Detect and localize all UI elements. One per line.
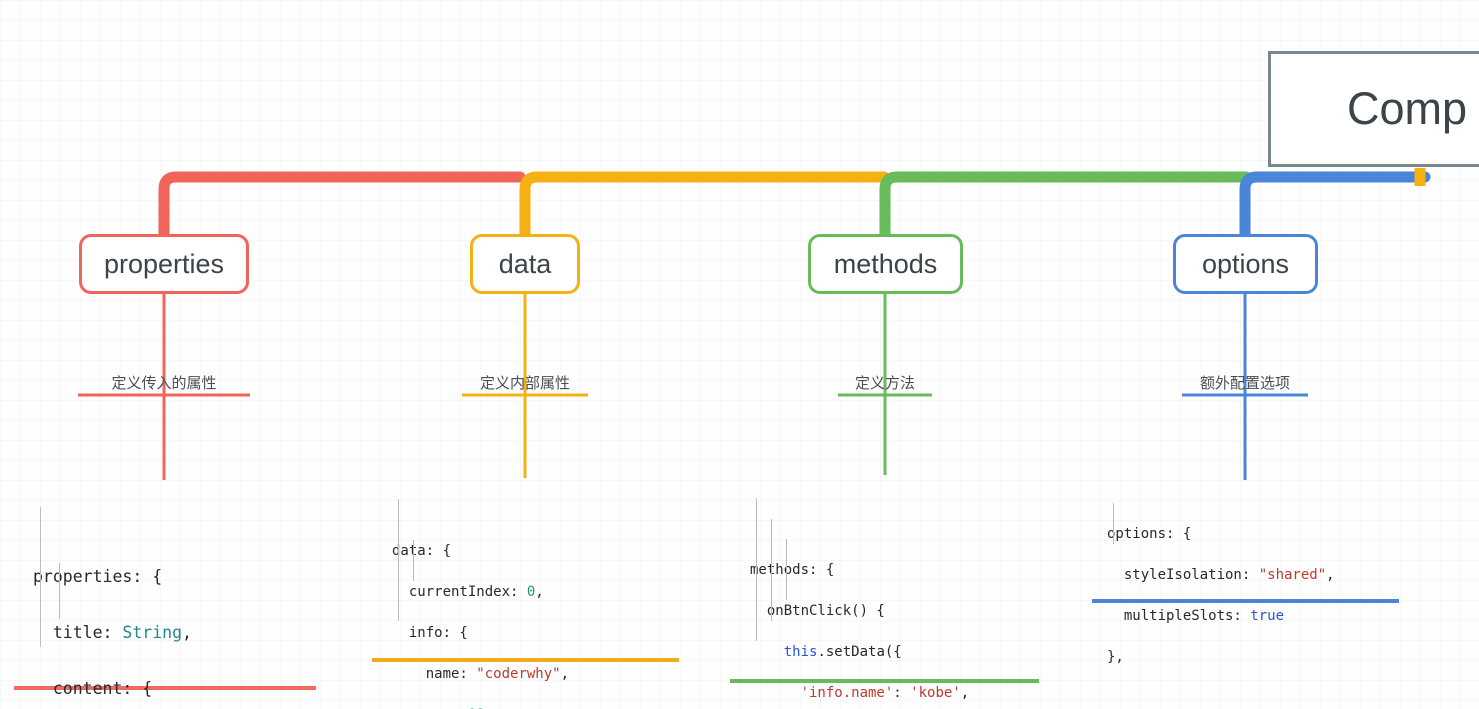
wire-data [519, 171, 890, 240]
code-line: methods: { [750, 562, 835, 578]
code-line: }, [1107, 649, 1124, 665]
node-options-label: options [1201, 248, 1290, 279]
token-keyword: this [783, 644, 818, 660]
wire-options [1239, 171, 1431, 240]
root-node[interactable]: Comp [1268, 51, 1479, 167]
indent-guide [771, 519, 772, 621]
node-methods[interactable]: methods [808, 234, 963, 294]
wire-methods [879, 171, 1252, 240]
code-block-options: options: { styleIsolation: "shared", mul… [1107, 483, 1335, 709]
token-string: 'kobe' [910, 685, 961, 701]
code-block-methods: methods: { onBtnClick() { this.setData({… [750, 478, 983, 709]
code-line: info: { [392, 624, 468, 641]
node-methods-label: methods [833, 248, 938, 279]
code-line: name: "coderwhy", [392, 665, 570, 682]
code-block-properties: properties: { title: String, content: { … [33, 479, 202, 709]
indent-guide [413, 540, 414, 581]
code-line: onBtnClick() { [750, 603, 885, 619]
code-line: currentIndex: 0, [392, 583, 544, 600]
token-keyword: true [1250, 608, 1285, 624]
token-type: String [122, 623, 183, 642]
sublabel-properties: 定义传入的属性 [111, 375, 217, 392]
node-options[interactable]: options [1173, 234, 1318, 294]
code-line: options: { [1107, 526, 1192, 542]
node-properties[interactable]: properties [79, 234, 249, 294]
indent-guide [756, 498, 757, 641]
node-data[interactable]: data [470, 234, 580, 294]
indent-guide [40, 507, 41, 647]
token-string: "shared" [1258, 567, 1327, 583]
sublabel-methods: 定义方法 [854, 375, 916, 392]
root-node-label: Comp [1346, 83, 1468, 134]
token-number: 0 [526, 583, 536, 600]
code-line: content: { [33, 679, 153, 698]
node-properties-label: properties [103, 248, 225, 279]
token-number: 18 [468, 707, 485, 709]
sublabel-options: 额外配置选项 [1199, 375, 1291, 392]
code-line: this.setData({ [783, 644, 902, 660]
code-line: 'info.name': 'kobe', [800, 685, 970, 701]
indent-guide [59, 563, 60, 619]
indent-guide [786, 539, 787, 600]
code-line: properties: { [33, 567, 163, 586]
indent-guide [398, 499, 399, 621]
token-string: 'info.name' [800, 685, 894, 701]
code-line: multipleSlots: true [1107, 608, 1285, 624]
code-line: styleIsolation: "shared", [1107, 567, 1335, 583]
indent-guide [1113, 503, 1114, 544]
wire-properties [158, 171, 526, 240]
token-string: "coderwhy" [476, 665, 561, 682]
code-block-data: data: { currentIndex: 0, info: { name: "… [392, 479, 656, 709]
code-line: age: 18 [392, 705, 656, 709]
code-line: title: String, [33, 623, 192, 642]
sublabel-data: 定义内部属性 [479, 375, 571, 392]
code-line: data: { [392, 542, 452, 559]
node-data-label: data [498, 248, 552, 279]
